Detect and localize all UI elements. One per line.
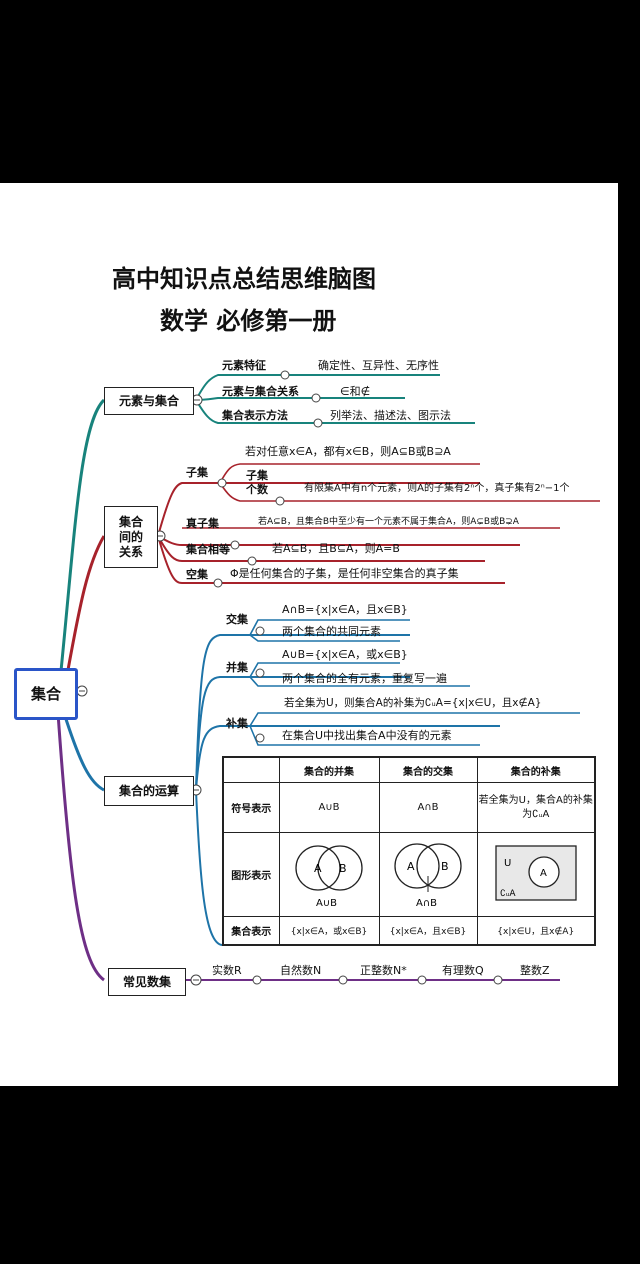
relations-label-line3: 关系 — [118, 544, 143, 559]
table-row-set: 集合表示 {x|x∈A，或x∈B} {x|x∈A，且x∈B} {x|x∈U，且x… — [222, 916, 596, 945]
table-row-graph: 图形表示 A B A∪B A B A∩B — [222, 832, 596, 917]
page-subtitle: 数学 必修第一册 — [160, 307, 337, 335]
relations-label-line2: 间的 — [118, 529, 143, 544]
subset-count-label-line2: 个数 — [246, 483, 268, 496]
symbol-union: A∪B — [278, 782, 380, 833]
node-set-relations[interactable]: 集合 间的 关系 — [104, 506, 158, 568]
venn-complement-cell: U A ∁ᵤA — [476, 832, 596, 917]
page-title: 高中知识点总结思维脑图 — [112, 265, 376, 293]
element-set-relation-value: ∈和∉ — [340, 385, 371, 398]
mindmap-sheet: 高中知识点总结思维脑图 数学 必修第一册 集合 元素与集合 元素特征 确定性、互… — [0, 183, 618, 1086]
venn-intersection-a: A — [407, 860, 415, 873]
venn-union-b: B — [339, 862, 347, 875]
venn-union-caption: A∪B — [316, 898, 337, 909]
empty-set-definition: Φ是任何集合的子集，是任何非空集合的真子集 — [230, 567, 459, 580]
node-elements-sets[interactable]: 元素与集合 — [104, 387, 194, 415]
complement-formula: 若全集为U，则集合A的补集为∁ᵤA={x|x∈U，且x∉A} — [284, 697, 542, 709]
proper-subset-label: 真子集 — [186, 517, 219, 530]
venn-union-cell: A B A∪B — [278, 832, 380, 917]
row-label-graph: 图形表示 — [222, 832, 280, 917]
intersection-label: 交集 — [226, 613, 248, 626]
row-label-symbol: 符号表示 — [222, 782, 280, 833]
set-union: {x|x∈A，或x∈B} — [278, 916, 380, 945]
intersection-description: 两个集合的共同元素 — [282, 625, 381, 638]
complement-label: 补集 — [226, 717, 248, 730]
table-header-complement: 集合的补集 — [476, 756, 596, 783]
venn-intersection-diagram: A B A∩B — [394, 843, 462, 909]
elements-feature-value: 确定性、互异性、无序性 — [318, 359, 439, 372]
intersection-formula: A∩B={x|x∈A，且x∈B} — [282, 603, 408, 616]
set-representation-value: 列举法、描述法、图示法 — [330, 409, 451, 422]
union-formula: A∪B={x|x∈A，或x∈B} — [282, 648, 408, 661]
table-header-row: 集合的并集 集合的交集 集合的补集 — [222, 756, 596, 783]
number-set-natural: 自然数N — [280, 964, 322, 977]
subset-label: 子集 — [186, 466, 208, 479]
row-label-set: 集合表示 — [222, 916, 280, 945]
venn-union-a: A — [314, 862, 322, 875]
relations-label-line1: 集合 — [118, 514, 143, 529]
venn-union-diagram: A B A∪B — [295, 845, 363, 909]
number-set-rational: 有理数Q — [442, 964, 484, 977]
node-set-operations[interactable]: 集合的运算 — [104, 776, 194, 806]
venn-complement-diagram: U A ∁ᵤA — [495, 845, 577, 901]
number-set-positive-integer: 正整数N* — [360, 964, 407, 977]
subset-count-label-line1: 子集 — [246, 469, 268, 482]
element-set-relation-label: 元素与集合关系 — [222, 385, 299, 398]
root-node[interactable]: 集合 — [14, 668, 78, 720]
set-intersection: {x|x∈A，且x∈B} — [378, 916, 478, 945]
table-header-intersection: 集合的交集 — [378, 756, 478, 783]
venn-complement-a: A — [540, 868, 547, 879]
set-complement: {x|x∈U，且x∉A} — [476, 916, 596, 945]
subset-count-text: 有限集A中有n个元素，则A的子集有2ⁿ个，真子集有2ⁿ−1个 — [304, 483, 570, 494]
union-label: 并集 — [226, 661, 248, 674]
venn-complement-u: U — [504, 858, 511, 869]
table-header-union: 集合的并集 — [278, 756, 380, 783]
branch-lines — [56, 370, 600, 986]
venn-intersection-caption: A∩B — [416, 898, 437, 909]
number-set-real: 实数R — [212, 964, 242, 977]
set-equal-definition: 若A⊆B，且B⊆A，则A=B — [272, 542, 400, 555]
subset-definition: 若对任意x∈A，都有x∈B，则A⊆B或B⊇A — [245, 445, 451, 458]
complement-description: 在集合U中找出集合A中没有的元素 — [282, 729, 452, 742]
venn-intersection-cell: A B A∩B — [378, 832, 478, 917]
operations-comparison-table: 集合的并集 集合的交集 集合的补集 符号表示 A∪B A∩B 若全集为U，集合A… — [222, 756, 596, 946]
symbol-intersection: A∩B — [378, 782, 478, 833]
proper-subset-definition: 若A⊆B，且集合B中至少有一个元素不属于集合A，则A⊊B或B⊋A — [258, 517, 519, 527]
set-representation-label: 集合表示方法 — [222, 409, 288, 422]
table-corner — [222, 756, 280, 783]
symbol-complement: 若全集为U，集合A的补集为∁ᵤA — [476, 782, 596, 833]
node-common-number-sets[interactable]: 常见数集 — [108, 968, 186, 996]
venn-intersection-b: B — [441, 860, 449, 873]
elements-feature-label: 元素特征 — [222, 359, 266, 372]
set-equal-label: 集合相等 — [186, 543, 230, 556]
venn-complement-caption: ∁ᵤA — [500, 889, 516, 899]
table-row-symbol: 符号表示 A∪B A∩B 若全集为U，集合A的补集为∁ᵤA — [222, 782, 596, 833]
union-description: 两个集合的全有元素，重复写一遍 — [282, 672, 447, 685]
number-set-integer: 整数Z — [520, 964, 550, 977]
empty-set-label: 空集 — [186, 568, 208, 581]
subset-count-label: 子集 个数 — [246, 469, 268, 497]
